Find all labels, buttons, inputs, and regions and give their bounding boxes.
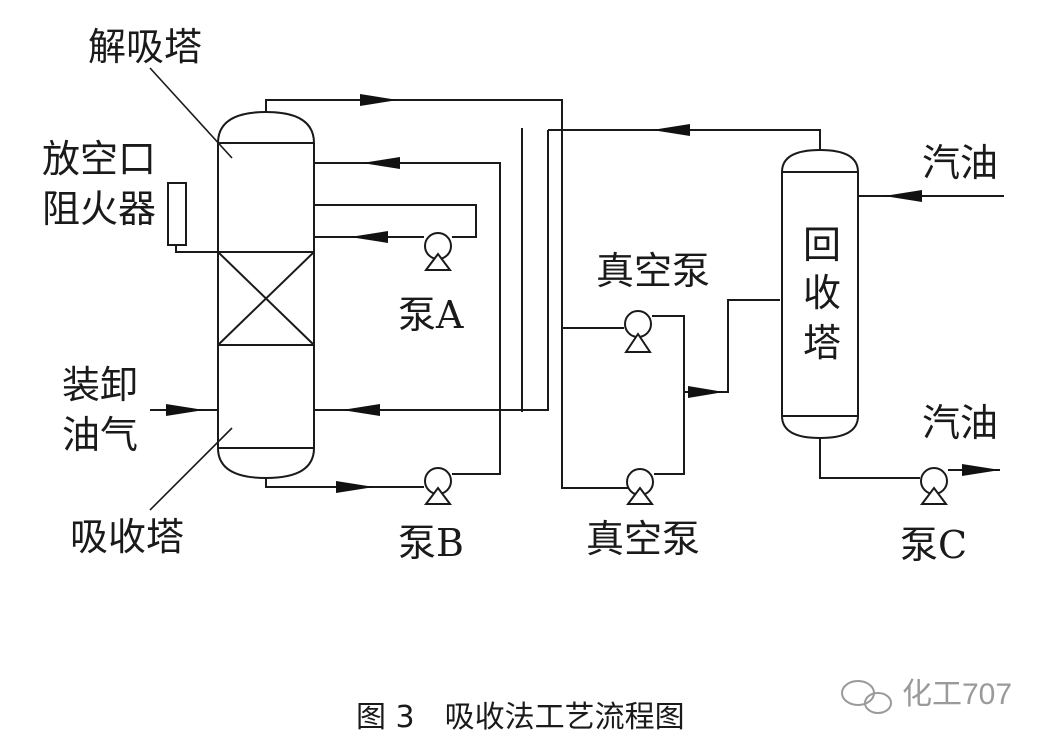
recovery-tower-label-1: 回 [803, 223, 841, 267]
pump-c-label: 泵C [900, 523, 967, 567]
flow-arrow [962, 464, 1000, 476]
vent-label: 放空口 [42, 137, 156, 181]
overhead-line [265, 99, 634, 489]
flame-arrester [167, 182, 218, 253]
absorption-tower-label: 吸收塔 [70, 515, 184, 559]
vacuum-to-recovery-line [684, 299, 780, 393]
pump-a-label: 泵A [398, 293, 464, 337]
pump-b-label: 泵B [398, 521, 464, 565]
recovery-tower-label-2: 收 [803, 271, 841, 315]
watermark: 化工707 [841, 678, 1012, 714]
recovery-overhead-line [548, 129, 821, 150]
flame-arrester-label: 阻火器 [42, 187, 156, 231]
flow-arrow [360, 94, 398, 106]
pump-b-discharge [314, 162, 501, 475]
vacuum-pump-top-discharge [652, 315, 685, 392]
watermark-text: 化工707 [902, 678, 1012, 711]
inlet-label-line1: 装卸 [62, 363, 138, 407]
figure-caption: 图 3 吸收法工艺流程图 [356, 700, 685, 735]
flow-arrow [652, 124, 690, 136]
pump-a [424, 232, 452, 271]
gasoline-out-label: 汽油 [922, 401, 998, 445]
vacuum-pump-bottom-label: 真空泵 [586, 517, 700, 561]
pump-c [920, 467, 948, 505]
pump-a-line-out [314, 204, 477, 238]
flow-arrow [884, 190, 922, 202]
flow-arrow [688, 386, 724, 398]
desorption-tower-label: 解吸塔 [88, 25, 202, 69]
desorption-leader [149, 67, 233, 159]
flow-arrow [166, 404, 204, 416]
recovery-bottoms-line [819, 438, 920, 479]
gasoline-in-label: 汽油 [922, 141, 998, 185]
inlet-label-line2: 油气 [62, 413, 138, 457]
vacuum-pump-top-label: 真空泵 [596, 249, 710, 293]
recovery-tower [781, 148, 859, 440]
pump-b [424, 467, 452, 505]
flow-arrow [336, 481, 374, 493]
flow-arrow [362, 157, 400, 169]
absorption-leader [149, 427, 233, 511]
vacuum-pump-bottom-discharge [654, 392, 685, 475]
wechat-icon [841, 680, 892, 714]
vacuum-pump-top [624, 310, 652, 353]
vacuum-pump-bottom [626, 468, 654, 505]
flow-arrow [342, 404, 380, 416]
main-tower [217, 110, 315, 480]
flow-arrow [350, 231, 388, 243]
return-line-outer [490, 130, 549, 411]
recovery-tower-label-3: 塔 [803, 321, 841, 365]
